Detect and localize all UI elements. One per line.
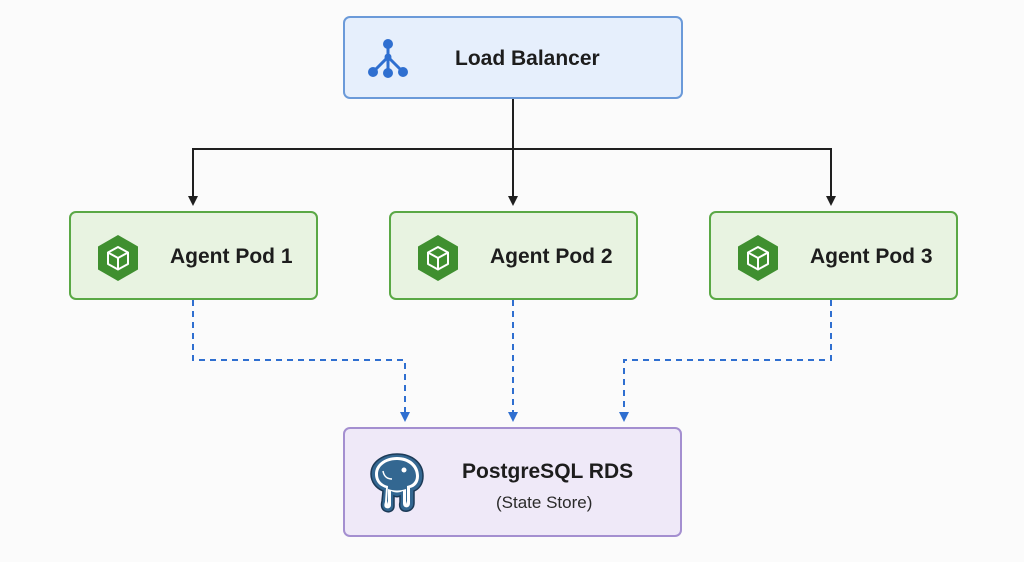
database-title: PostgreSQL RDS (462, 460, 634, 483)
state-arrow-pod-3 (619, 300, 832, 422)
kubernetes-pod-icon (418, 235, 458, 281)
network-tree-icon (368, 39, 408, 78)
agent-pod-label: Agent Pod 2 (490, 245, 613, 268)
kubernetes-pod-icon (738, 235, 778, 281)
database-subtitle: (State Store) (496, 493, 593, 512)
agent-pod-label: Agent Pod 3 (810, 245, 933, 268)
postgresql-node: PostgreSQL RDS (State Store) (343, 427, 682, 537)
agent-pod-2-node: Agent Pod 2 (389, 211, 638, 300)
traffic-arrow-pod-3 (513, 148, 836, 206)
traffic-arrow-pod-1 (188, 99, 514, 206)
load-balancer-node: Load Balancer (343, 16, 683, 99)
state-arrow-pod-1 (192, 300, 410, 422)
agent-pod-1-node: Agent Pod 1 (69, 211, 318, 300)
load-balancer-label: Load Balancer (455, 47, 600, 70)
kubernetes-pod-icon (98, 235, 138, 281)
agent-pod-3-node: Agent Pod 3 (709, 211, 958, 300)
postgresql-elephant-icon (370, 453, 424, 513)
agent-pod-label: Agent Pod 1 (170, 245, 293, 268)
